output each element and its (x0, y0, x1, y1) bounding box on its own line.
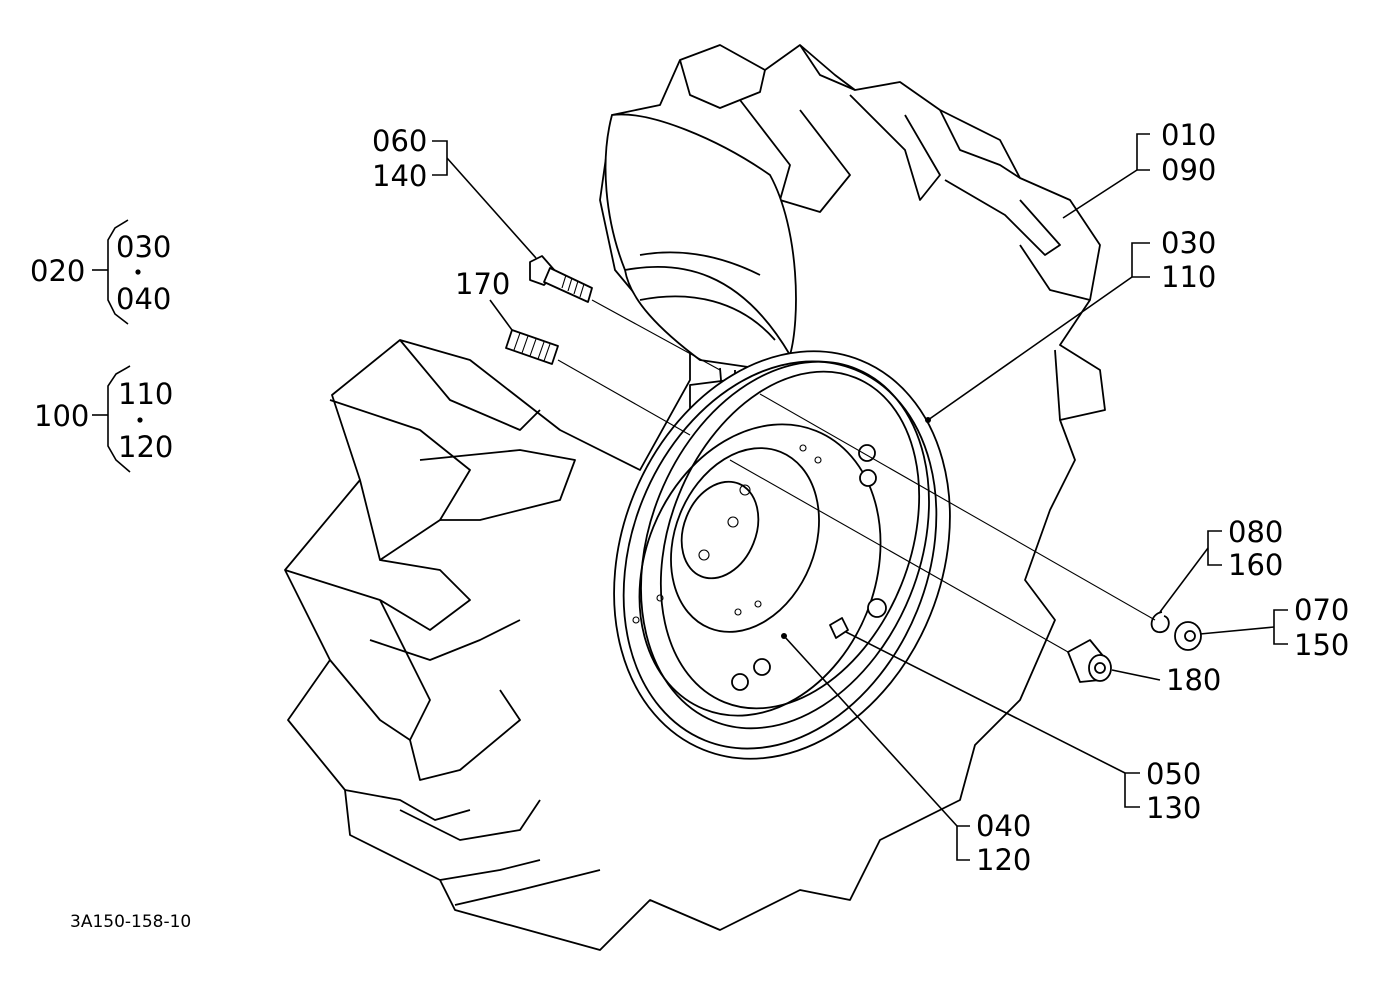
rim-hub-hole (680, 480, 760, 580)
stud-bolt (505, 329, 559, 365)
callout-180: 180 (1166, 663, 1221, 697)
callout-010: 010 (1161, 118, 1216, 152)
group-100-parent: 100 (34, 399, 89, 433)
callout-080: 080 (1228, 515, 1283, 549)
group-020-last: 040 (116, 282, 171, 316)
callout-040: 040 (976, 809, 1031, 843)
callout-110: 110 (1161, 260, 1216, 294)
wheel-rim (613, 350, 951, 760)
callout-150: 150 (1294, 628, 1349, 662)
callout-160: 160 (1228, 548, 1283, 582)
loose-parts (505, 255, 1202, 683)
group-020-first: 030 (116, 230, 171, 264)
callout-060: 060 (372, 124, 427, 158)
callout-labels: 010 090 030 110 060 140 170 080 160 070 … (30, 118, 1349, 932)
leader-lines (92, 133, 1288, 861)
callout-030: 030 (1161, 226, 1216, 260)
bolt (529, 255, 593, 303)
group-100-last: 120 (118, 430, 173, 464)
callout-120: 120 (976, 843, 1031, 877)
callout-140: 140 (372, 159, 427, 193)
callout-090: 090 (1161, 153, 1216, 187)
group-100-first: 110 (118, 377, 173, 411)
callout-170: 170 (455, 267, 510, 301)
callout-050: 050 (1146, 757, 1201, 791)
nut (1174, 621, 1202, 651)
callout-070: 070 (1294, 593, 1349, 627)
callout-130: 130 (1146, 791, 1201, 825)
group-020-parent: 020 (30, 254, 85, 288)
collar (1067, 639, 1112, 683)
figure-code: 3A150-158-10 (70, 912, 191, 932)
spring-washer (1150, 611, 1170, 633)
